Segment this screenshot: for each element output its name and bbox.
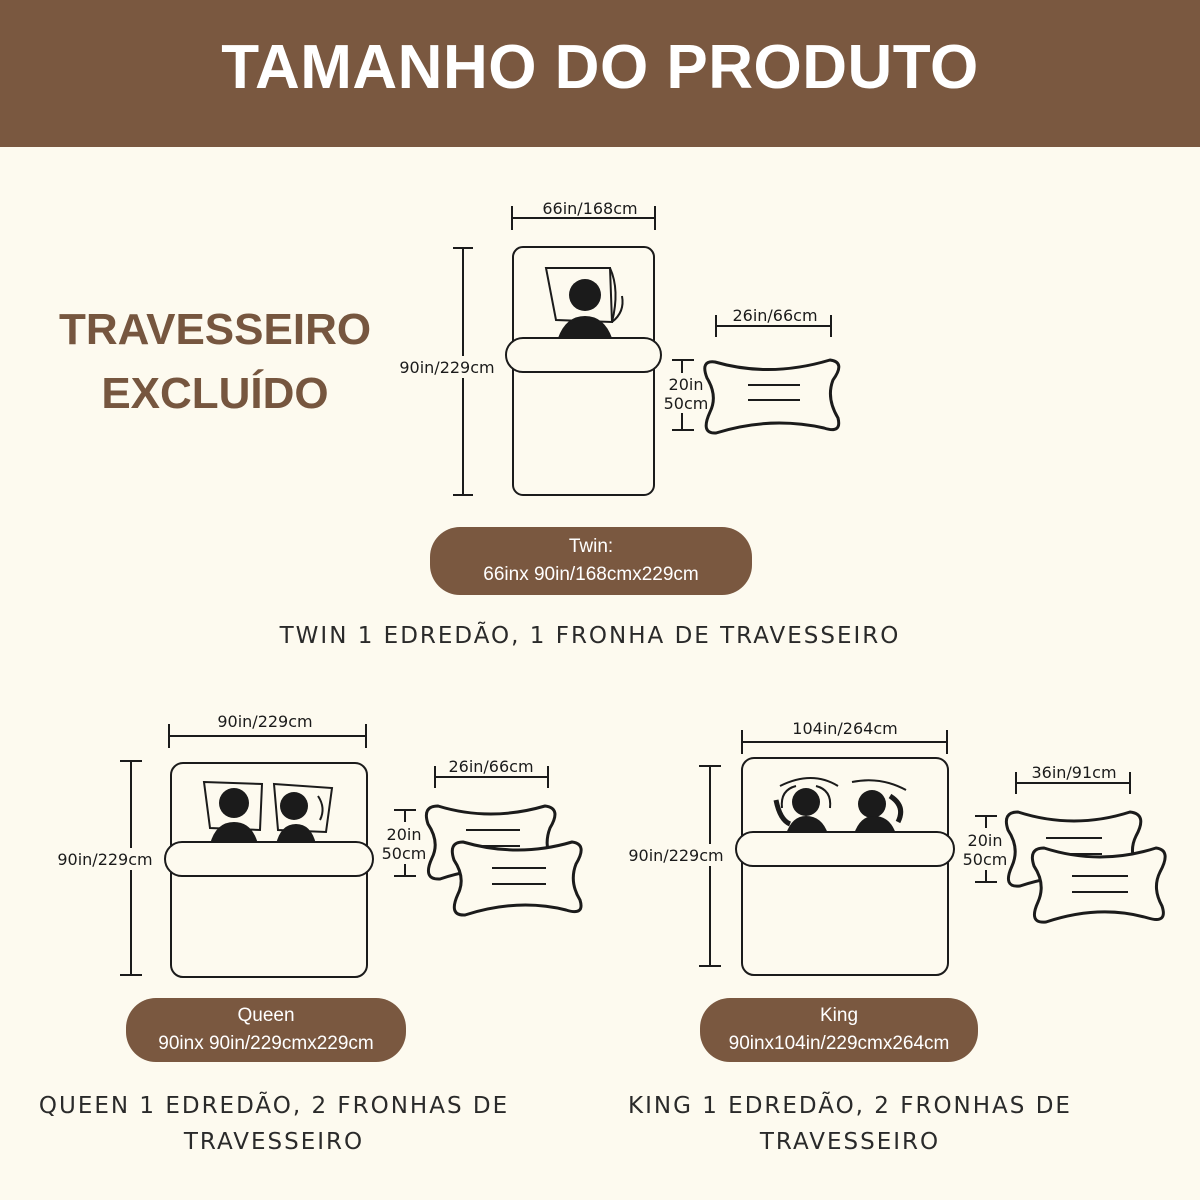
twin-pill-dims: 66inx 90in/168cmx229cm <box>483 564 699 585</box>
king-length-label: 90in/229cm <box>628 846 723 865</box>
king-bed-outline <box>741 757 949 976</box>
queen-caption: QUEEN 1 EDREDÃO, 2 FRONHAS DE TRAVESSEIR… <box>0 1088 548 1160</box>
header-banner: TAMANHO DO PRODUTO <box>0 0 1200 147</box>
twin-caption: TWIN 1 EDREDÃO, 1 FRONHA DE TRAVESSEIRO <box>200 618 980 654</box>
twin-width-label: 66in/168cm <box>542 199 637 218</box>
queen-comforter-fold <box>164 841 374 877</box>
king-caption: KING 1 EDREDÃO, 2 FRONHAS DE TRAVESSEIRO <box>580 1088 1120 1160</box>
note-line-1: TRAVESSEIRO <box>58 305 372 354</box>
twin-bed-outline <box>512 246 655 496</box>
twin-diagram: 66in/168cm 90in/229cm <box>392 199 841 496</box>
king-width-dimension <box>741 730 948 754</box>
king-comforter-fold <box>735 831 955 867</box>
queen-pillow-width-label: 26in/66cm <box>448 757 533 776</box>
king-pill-name: King <box>819 1005 859 1026</box>
king-diagram: 104in/264cm 90in/229cm <box>620 719 1167 976</box>
queen-caption-line-2: TRAVESSEIRO <box>183 1129 365 1155</box>
twin-person-icon <box>544 267 624 338</box>
king-pillow-width-dimension <box>1015 772 1131 794</box>
queen-pillow-height-in: 20in <box>387 825 422 844</box>
queen-pillow-width-dimension <box>434 766 549 788</box>
king-caption-line-1: KING 1 EDREDÃO, 2 FRONHAS DE <box>628 1093 1072 1119</box>
queen-width-dimension <box>168 724 367 748</box>
queen-pillow-icon-front <box>450 840 583 917</box>
king-pillow-width-label: 36in/91cm <box>1031 763 1116 782</box>
twin-width-dimension <box>511 206 656 230</box>
twin-pillow-icon <box>703 358 841 435</box>
queen-person-icon-left <box>202 780 264 844</box>
twin-pill-name: Twin: <box>568 536 614 557</box>
king-person-icon-left <box>773 777 839 834</box>
king-pill-dims: 90inx104in/229cmx264cm <box>728 1033 950 1054</box>
pillow-excluded-note: TRAVESSEIRO EXCLUÍDO <box>40 298 390 426</box>
king-caption-line-2: TRAVESSEIRO <box>759 1129 941 1155</box>
twin-comforter-fold <box>505 337 662 373</box>
twin-length-label: 90in/229cm <box>399 358 494 377</box>
queen-caption-line-1: QUEEN 1 EDREDÃO, 2 FRONHAS DE <box>38 1093 510 1119</box>
queen-length-label: 90in/229cm <box>57 850 152 869</box>
twin-caption-line-1: TWIN 1 EDREDÃO, 1 FRONHA DE TRAVESSEIRO <box>279 623 901 649</box>
queen-pill-name: Queen <box>237 1005 295 1026</box>
queen-size-pill: Queen 90inx 90in/229cmx229cm <box>126 998 406 1062</box>
queen-pill-dims: 90inx 90in/229cmx229cm <box>158 1033 374 1054</box>
twin-pillow-height-in: 20in <box>669 375 704 394</box>
king-pillow-icon-front <box>1030 846 1167 924</box>
twin-pillow-width-dimension <box>715 315 832 337</box>
king-size-pill: King 90inx104in/229cmx264cm <box>700 998 978 1062</box>
twin-pillow-width-label: 26in/66cm <box>732 306 817 325</box>
note-line-2: EXCLUÍDO <box>101 369 329 418</box>
queen-pillow-height-cm: 50cm <box>382 844 427 863</box>
twin-size-pill: Twin: 66inx 90in/168cmx229cm <box>430 527 752 595</box>
queen-diagram: 90in/229cm 90in/229cm <box>50 712 583 978</box>
king-pillow-height-in: 20in <box>968 831 1003 850</box>
twin-pillow-height-cm: 50cm <box>664 394 709 413</box>
queen-width-label: 90in/229cm <box>217 712 312 731</box>
king-width-label: 104in/264cm <box>792 719 897 738</box>
king-person-icon-right <box>851 779 907 834</box>
queen-person-icon-right <box>272 782 334 844</box>
king-pillow-height-cm: 50cm <box>963 850 1008 869</box>
page-title: TAMANHO DO PRODUTO <box>221 33 979 102</box>
